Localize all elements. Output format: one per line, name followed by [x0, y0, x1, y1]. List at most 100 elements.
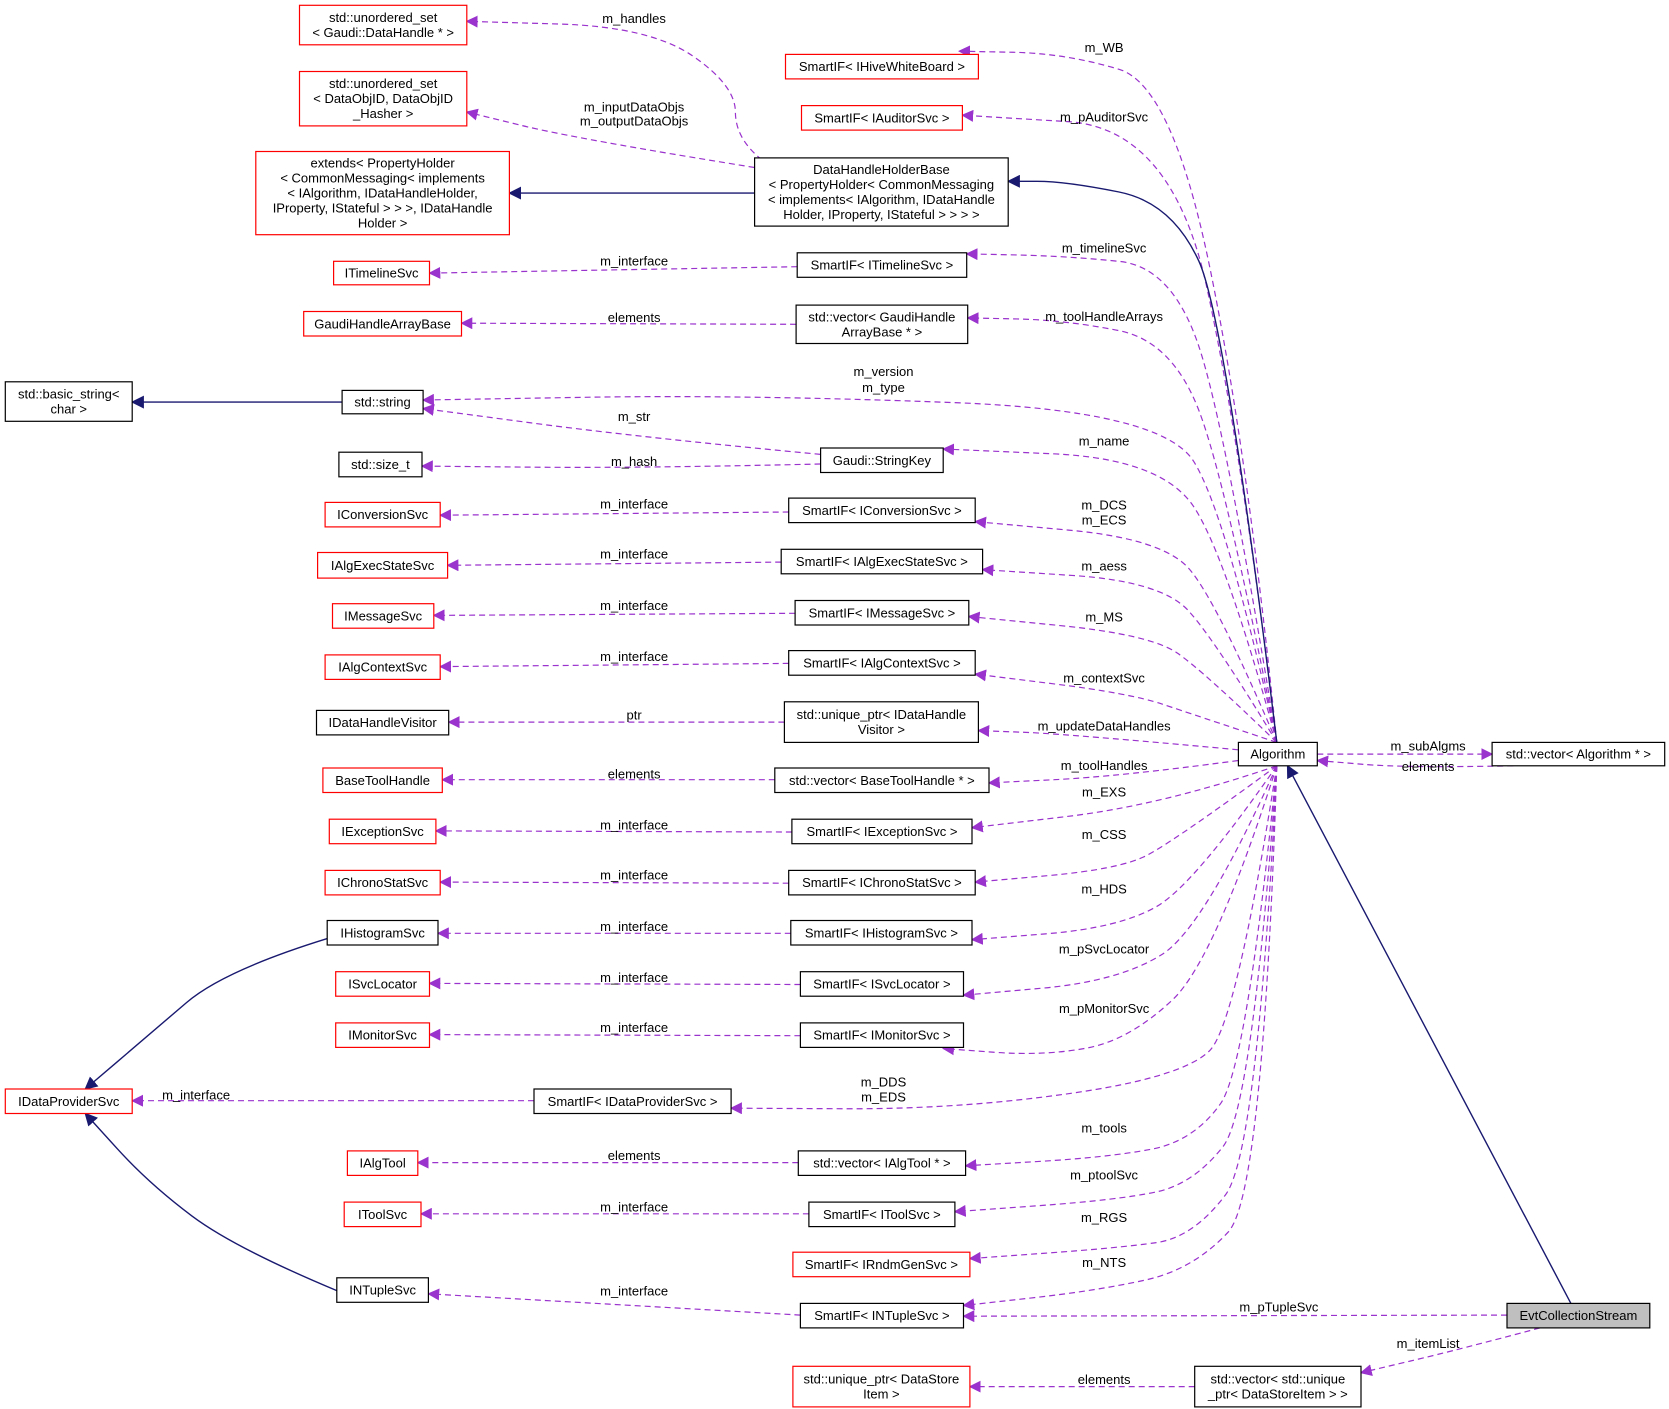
class-node-label: < implements< IAlgorithm, IDataHandle: [768, 192, 995, 207]
class-node-smartif-dataprovider[interactable]: SmartIF< IDataProviderSvc >: [533, 1088, 732, 1115]
class-node-ialgexec[interactable]: IAlgExecStateSvc: [317, 551, 449, 579]
class-node-imessage[interactable]: IMessageSvc: [331, 603, 435, 629]
class-node-ichronostat[interactable]: IChronoStatSvc: [324, 869, 441, 896]
class-node-label: _ptr< DataStoreItem > >: [1207, 1387, 1348, 1402]
class-node-ialgcontext[interactable]: IAlgContextSvc: [324, 654, 441, 681]
class-node-label: _Hasher >: [352, 106, 413, 121]
edge-label-iface-ntuple: m_interface: [600, 1284, 668, 1299]
class-node-isvclocator[interactable]: ISvcLocator: [335, 971, 431, 997]
class-node-basic-string[interactable]: std::basic_string<char >: [4, 381, 133, 422]
class-node-smartif-exception[interactable]: SmartIF< IExceptionSvc >: [791, 818, 973, 845]
class-node-vector-basetoolhandle[interactable]: std::vector< BaseToolHandle * >: [774, 767, 990, 794]
class-node-vector-gaudihandle[interactable]: std::vector< GaudiHandleArrayBase * >: [795, 304, 969, 345]
usage-edge-iface-message: [432, 609, 796, 622]
usage-edge-m-WB: [958, 45, 1278, 743]
class-node-idataprovider[interactable]: IDataProviderSvc: [4, 1088, 133, 1115]
class-node-label: SmartIF< IHiveWhiteBoard >: [799, 59, 965, 74]
edge-label-m-DDS-EDS: m_EDS: [861, 1090, 906, 1105]
class-node-smartif-svclocator[interactable]: SmartIF< ISvcLocator >: [799, 971, 965, 997]
class-node-vector-algtool[interactable]: std::vector< IAlgTool * >: [797, 1150, 967, 1177]
class-node-label: std::vector< BaseToolHandle * >: [789, 773, 975, 788]
usage-edge-m-NTS: [962, 765, 1278, 1311]
class-node-smartif-conversion[interactable]: SmartIF< IConversionSvc >: [788, 497, 976, 524]
usage-edge-m-contextSvc: [974, 669, 1277, 743]
class-node-iexception[interactable]: IExceptionSvc: [328, 818, 437, 845]
usage-edge-iface-monitor: [428, 1028, 801, 1041]
edge-label-iface-histogram: m_interface: [600, 919, 668, 934]
class-node-smartif-whiteboard[interactable]: SmartIF< IHiveWhiteBoard >: [784, 53, 979, 80]
class-node-label: std::unordered_set: [329, 76, 438, 91]
class-node-smartif-rndmgen[interactable]: SmartIF< IRndmGenSvc >: [792, 1251, 971, 1278]
class-node-unique-ptr-datastore[interactable]: std::unique_ptr< DataStoreItem >: [792, 1365, 971, 1408]
class-node-label: ArrayBase * >: [842, 324, 923, 339]
class-node-unique-ptr-visitor[interactable]: std::unique_ptr< IDataHandleVisitor >: [783, 701, 980, 743]
usage-edge-m-RGS: [968, 765, 1278, 1264]
edge-label-m-name: m_name: [1079, 434, 1130, 449]
class-node-smartif-algexec[interactable]: SmartIF< IAlgExecStateSvc >: [780, 548, 984, 575]
class-node-smartif-ntuple[interactable]: SmartIF< INTupleSvc >: [799, 1302, 965, 1329]
edge-label-m-objs: m_outputDataObjs: [580, 114, 689, 129]
class-node-label: DataHandleHolderBase: [813, 162, 950, 177]
edge-label-m-subAlgms: m_subAlgms: [1391, 739, 1467, 754]
class-node-stringkey[interactable]: Gaudi::StringKey: [819, 447, 944, 474]
class-node-extends[interactable]: extends< PropertyHolder< CommonMessaging…: [255, 150, 511, 236]
class-node-evtcollectionstream[interactable]: EvtCollectionStream: [1506, 1302, 1651, 1329]
class-node-intuple[interactable]: INTupleSvc: [336, 1277, 429, 1303]
class-node-label: std::vector< GaudiHandle: [808, 309, 955, 324]
class-node-label: SmartIF< IConversionSvc >: [802, 503, 962, 518]
class-node-smartif-histogram[interactable]: SmartIF< IHistogramSvc >: [790, 919, 973, 946]
class-node-ihistogram[interactable]: IHistogramSvc: [326, 919, 439, 946]
inheritance-edge-inh-ntuple-idp: [84, 1112, 338, 1292]
usage-edge-m-updateDataHandles: [977, 724, 1239, 751]
class-node-smartif-auditor[interactable]: SmartIF< IAuditorSvc >: [800, 104, 963, 131]
class-node-iconversion[interactable]: IConversionSvc: [324, 501, 441, 528]
edge-label-iface-dataprovider: m_interface: [162, 1087, 230, 1102]
class-node-itimeline[interactable]: ITimelineSvc: [333, 260, 431, 286]
class-node-label: std::vector< std::unique: [1210, 1372, 1345, 1387]
usage-edge-m-toolHandles: [987, 759, 1239, 789]
usage-edge-iface-timeline: [428, 266, 798, 279]
class-node-vector-algorithm[interactable]: std::vector< Algorithm * >: [1491, 741, 1666, 767]
edge-label-m-CSS: m_CSS: [1082, 827, 1127, 842]
class-node-smartif-timeline[interactable]: SmartIF< ITimelineSvc >: [796, 252, 968, 278]
class-node-label: IAlgExecStateSvc: [331, 558, 435, 573]
class-node-label: IExceptionSvc: [341, 824, 424, 839]
class-node-label: std::vector< IAlgTool * >: [813, 1156, 950, 1171]
class-node-label: extends< PropertyHolder: [311, 156, 456, 171]
class-node-unordered-set-handle[interactable]: std::unordered_set< Gaudi::DataHandle * …: [298, 4, 468, 46]
class-node-label: IHistogramSvc: [340, 925, 425, 940]
edge-label-m-toolHandleArrays: m_toolHandleArrays: [1045, 309, 1163, 324]
class-node-unordered-set-objid[interactable]: std::unordered_set< DataObjID, DataObjID…: [298, 70, 468, 127]
class-node-smartif-algcontext[interactable]: SmartIF< IAlgContextSvc >: [788, 649, 976, 676]
usage-edge-m-MS: [967, 611, 1278, 743]
class-node-algorithm[interactable]: Algorithm: [1237, 741, 1318, 767]
class-node-label: EvtCollectionStream: [1520, 1308, 1638, 1323]
class-node-label: SmartIF< IHistogramSvc >: [805, 925, 958, 940]
class-node-itoolsvc[interactable]: IToolSvc: [343, 1201, 422, 1228]
inheritance-edge-inh-evt-alg: [1286, 764, 1572, 1304]
edge-label-m-itemList: m_itemList: [1397, 1336, 1460, 1351]
class-node-ialgtool[interactable]: IAlgTool: [346, 1150, 419, 1177]
edge-label-m-pSvcLocator: m_pSvcLocator: [1059, 941, 1150, 956]
class-node-label: IToolSvc: [358, 1207, 408, 1222]
class-node-smartif-message[interactable]: SmartIF< IMessageSvc >: [794, 599, 970, 626]
class-node-smartif-toolsvc[interactable]: SmartIF< IToolSvc >: [808, 1201, 956, 1228]
class-node-std-string[interactable]: std::string: [341, 389, 424, 415]
class-node-label: Gaudi::StringKey: [833, 453, 932, 468]
class-node-label: GaudiHandleArrayBase: [314, 316, 451, 331]
class-node-label: SmartIF< IToolSvc >: [823, 1207, 941, 1222]
class-node-label: SmartIF< IMessageSvc >: [809, 605, 956, 620]
class-node-label: SmartIF< IAlgContextSvc >: [803, 655, 961, 670]
class-node-basetoolhandle[interactable]: BaseToolHandle: [322, 767, 443, 794]
class-node-smartif-monitor[interactable]: SmartIF< IMonitorSvc >: [799, 1022, 965, 1049]
class-node-gaudihandlearraybase[interactable]: GaudiHandleArrayBase: [303, 310, 463, 337]
class-node-label: SmartIF< IExceptionSvc >: [806, 824, 957, 839]
class-node-size-t[interactable]: std::size_t: [338, 451, 423, 478]
class-node-imonitor[interactable]: IMonitorSvc: [335, 1022, 431, 1049]
class-node-label: SmartIF< ITimelineSvc >: [811, 258, 954, 273]
class-node-vector-datastoreitem[interactable]: std::vector< std::unique_ptr< DataStoreI…: [1194, 1365, 1362, 1408]
class-node-datahandleholderbase[interactable]: DataHandleHolderBase< PropertyHolder< Co…: [753, 157, 1009, 227]
class-node-smartif-chronostat[interactable]: SmartIF< IChronoStatSvc >: [788, 869, 976, 896]
class-node-idatahandlevisitor[interactable]: IDataHandleVisitor: [315, 709, 450, 736]
edge-label-m-hash: m_hash: [611, 454, 657, 469]
